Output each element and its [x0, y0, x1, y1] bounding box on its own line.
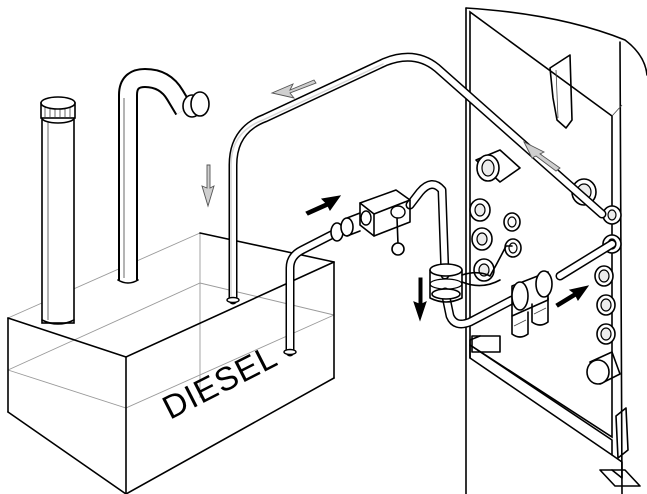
fitting-upper-right [602, 205, 622, 225]
supply-flow-arrow-left [305, 195, 342, 216]
return-flow-arrow-top [270, 79, 317, 99]
vent-pipe [117, 68, 210, 284]
shutoff-valve [359, 189, 411, 256]
port-7 [596, 294, 616, 316]
return-flow-arrow-right [522, 140, 561, 172]
return-line [226, 52, 607, 305]
return-flow-arrow-down [201, 164, 215, 208]
port-4 [504, 238, 522, 258]
port-1 [469, 198, 491, 222]
port-8 [596, 323, 616, 345]
port-3 [471, 227, 493, 251]
engine-housing [465, 7, 647, 494]
valve-handle-icon [391, 242, 405, 256]
supply-flow-arrow-right [555, 285, 590, 308]
port-9-large [586, 351, 621, 385]
port-2 [503, 212, 521, 232]
flow-arrows [201, 79, 590, 322]
tank-label: DIESEL [156, 337, 283, 426]
port-5 [473, 258, 495, 282]
fuel-filter [429, 245, 513, 303]
supply-flow-arrow-down [413, 277, 427, 322]
fuel-pump [511, 270, 553, 338]
port-6 [594, 265, 614, 287]
large-port-upper [475, 149, 521, 183]
fill-pipe [40, 96, 76, 325]
supply-line [283, 180, 617, 357]
pipe-coupling [330, 212, 361, 242]
